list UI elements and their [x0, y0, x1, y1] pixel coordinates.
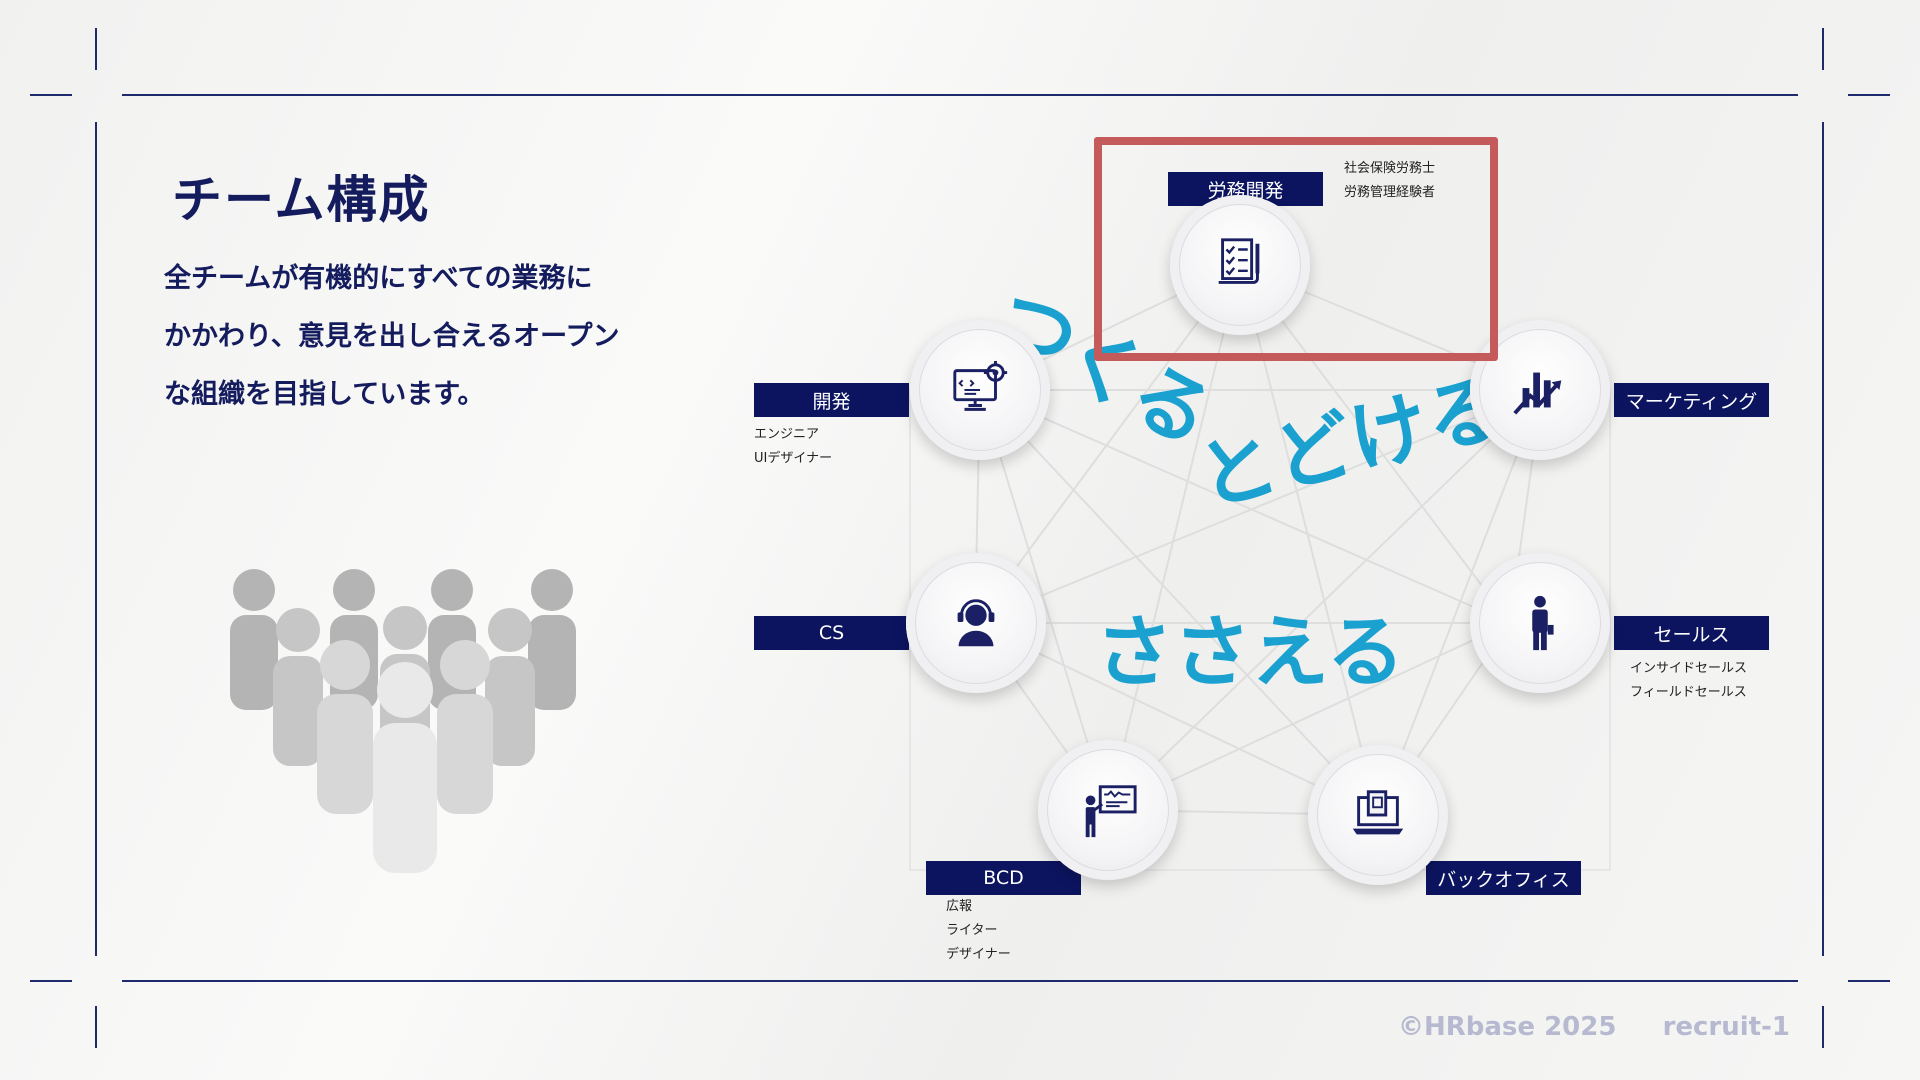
team-node-dev — [910, 320, 1050, 460]
role-text: デザイナー — [946, 943, 1011, 967]
headset-operator-icon — [945, 592, 1007, 654]
business-person-icon — [1509, 592, 1571, 654]
role-text: フィールドセールス — [1630, 681, 1747, 705]
footer-copyright: ©HRbase 2025 — [1398, 1012, 1616, 1042]
team-roles-dev: エンジニア UIデザイナー — [754, 423, 832, 471]
team-node-bcd — [1038, 740, 1178, 880]
team-label-backoffice: バックオフィス — [1426, 861, 1581, 895]
role-text: インサイドセールス — [1630, 657, 1747, 681]
footer: ©HRbase 2025 recruit-1 — [1398, 1012, 1790, 1042]
footer-page: recruit-1 — [1663, 1012, 1790, 1042]
team-label-dev: 開発 — [754, 383, 909, 417]
computer-code-gear-icon — [949, 359, 1011, 421]
team-label-cs: CS — [754, 616, 909, 650]
role-text: 広報 — [946, 895, 1011, 919]
team-node-cs — [906, 553, 1046, 693]
laptop-document-icon — [1347, 784, 1409, 846]
team-node-backoffice — [1308, 745, 1448, 885]
team-label-bcd: BCD — [926, 861, 1081, 895]
team-roles-bcd: 広報 ライター デザイナー — [946, 895, 1011, 967]
role-text: エンジニア — [754, 423, 832, 447]
role-text: UIデザイナー — [754, 447, 832, 471]
team-label-marketing: マーケティング — [1614, 383, 1769, 417]
presenter-board-icon — [1077, 779, 1139, 841]
growth-chart-icon — [1509, 359, 1571, 421]
highlight-box — [1094, 137, 1498, 361]
role-text: ライター — [946, 919, 1011, 943]
team-roles-sales: インサイドセールス フィールドセールス — [1630, 657, 1747, 705]
slogan-sasaeru: ささえる — [1095, 590, 1405, 702]
team-node-sales — [1470, 553, 1610, 693]
team-label-sales: セールス — [1614, 616, 1769, 650]
